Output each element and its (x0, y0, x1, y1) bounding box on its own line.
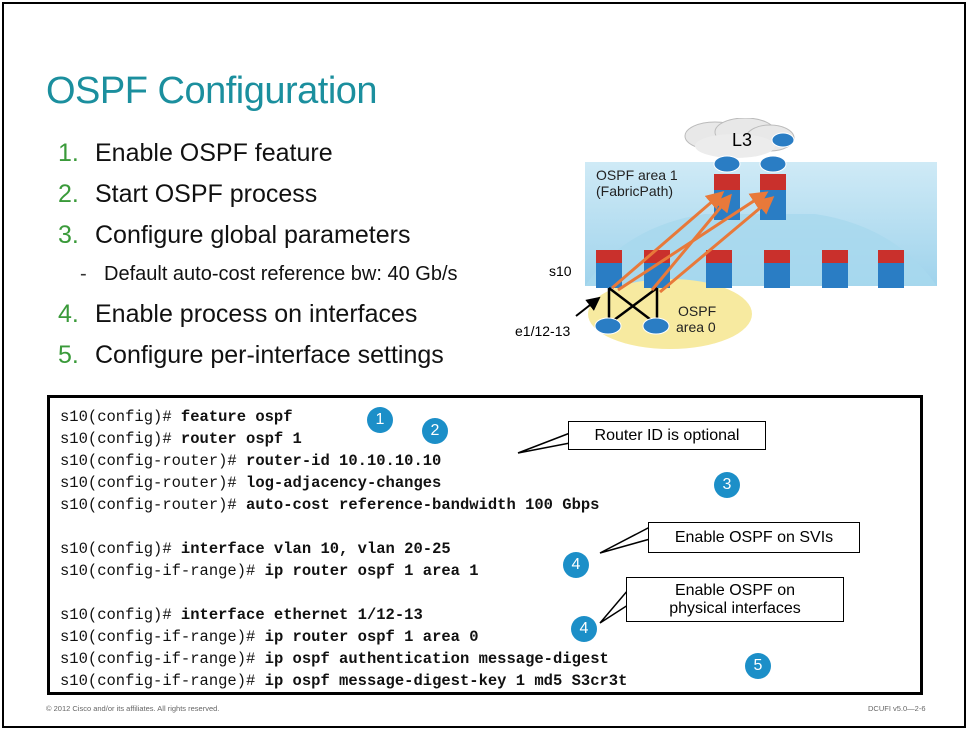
area0-router-icon (594, 317, 622, 335)
network-diagram: L3 OSPF area 1 (FabricPath) s10 OSPF are… (515, 118, 937, 349)
code-line: s10(config-if-range)# ip router ospf 1 a… (60, 562, 479, 580)
switch-label: s10 (549, 263, 572, 279)
copyright-text: © 2012 Cisco and/or its affiliates. All … (46, 704, 220, 713)
sub-step-text: Default auto-cost reference bw: 40 Gb/s (104, 263, 458, 285)
adjacency-arrows (611, 191, 775, 294)
code-line: s10(config)# interface vlan 10, vlan 20-… (60, 540, 451, 558)
step-text: Enable OSPF feature (95, 139, 333, 167)
l3-label: L3 (732, 130, 752, 150)
callout-svi: Enable OSPF on SVIs (648, 522, 860, 553)
area1-label: OSPF area 1 (596, 167, 678, 183)
code-line: s10(config-router)# router-id 10.10.10.1… (60, 452, 442, 470)
step-list: 1. Enable OSPF feature 2. Start OSPF proce… (58, 138, 458, 381)
course-code: DCUFI v5.0—2-6 (868, 704, 926, 713)
step-item: 4. Enable process on interfaces (58, 299, 458, 340)
leaf-switch-icon (764, 250, 790, 288)
leaf-switch-icon (878, 250, 904, 288)
step-badge-5: 5 (745, 653, 771, 679)
step-text: Configure per-interface settings (95, 341, 444, 369)
code-line: s10(config-router)# log-adjacency-change… (60, 474, 442, 492)
step-badge-4: 4 (563, 552, 589, 578)
step-badge-2: 2 (422, 418, 448, 444)
fabric-arc (585, 214, 937, 286)
step-badge-3: 3 (714, 472, 740, 498)
step-item: 1. Enable OSPF feature (58, 138, 458, 179)
step-text: Configure global parameters (95, 221, 411, 249)
step-badge-4: 4 (571, 616, 597, 642)
link-lines (607, 286, 659, 325)
area1-sub-label: (FabricPath) (596, 183, 673, 199)
code-line: s10(config-if-range)# ip ospf authentica… (60, 650, 609, 668)
interface-label: e1/12-13 (515, 323, 570, 339)
l3-cloud (684, 118, 795, 158)
step-number: 1. (58, 139, 79, 167)
sub-step-item: -Default auto-cost reference bw: 40 Gb/s (58, 261, 458, 299)
code-line: s10(config-if-range)# ip ospf message-di… (60, 672, 628, 690)
step-number: 2. (58, 180, 79, 208)
step-text: Enable process on interfaces (95, 300, 418, 328)
step-text: Start OSPF process (95, 180, 318, 208)
code-line: s10(config)# interface ethernet 1/12-13 (60, 606, 423, 624)
config-code: s10(config)# feature ospf s10(config)# r… (60, 406, 627, 692)
step-badge-1: 1 (367, 407, 393, 433)
callout-physical: Enable OSPF on physical interfaces (626, 577, 844, 622)
step-number: 4. (58, 300, 79, 328)
area0-sub-label: area 0 (676, 319, 716, 335)
sub-step-dash: - (80, 263, 87, 285)
leaf-switch-icon (822, 250, 848, 288)
leaf-switch-icon (706, 250, 732, 288)
code-line: s10(config)# feature ospf (60, 408, 293, 426)
area0-label: OSPF (678, 303, 716, 319)
step-number: 3. (58, 221, 79, 249)
step-item: 5. Configure per-interface settings (58, 340, 458, 381)
callout-router-id: Router ID is optional (568, 421, 766, 450)
interface-pointer (575, 296, 601, 317)
code-line: s10(config-router)# auto-cost reference-… (60, 496, 600, 514)
slide-title: OSPF Configuration (46, 70, 378, 112)
code-line: s10(config-if-range)# ip router ospf 1 a… (60, 628, 479, 646)
area0-router-icon (642, 317, 670, 335)
code-line: s10(config)# router ospf 1 (60, 430, 302, 448)
cloud-router-icon (771, 132, 795, 148)
step-number: 5. (58, 341, 79, 369)
step-item: 3. Configure global parameters (58, 220, 458, 261)
step-item: 2. Start OSPF process (58, 179, 458, 220)
area0-region (588, 279, 752, 349)
